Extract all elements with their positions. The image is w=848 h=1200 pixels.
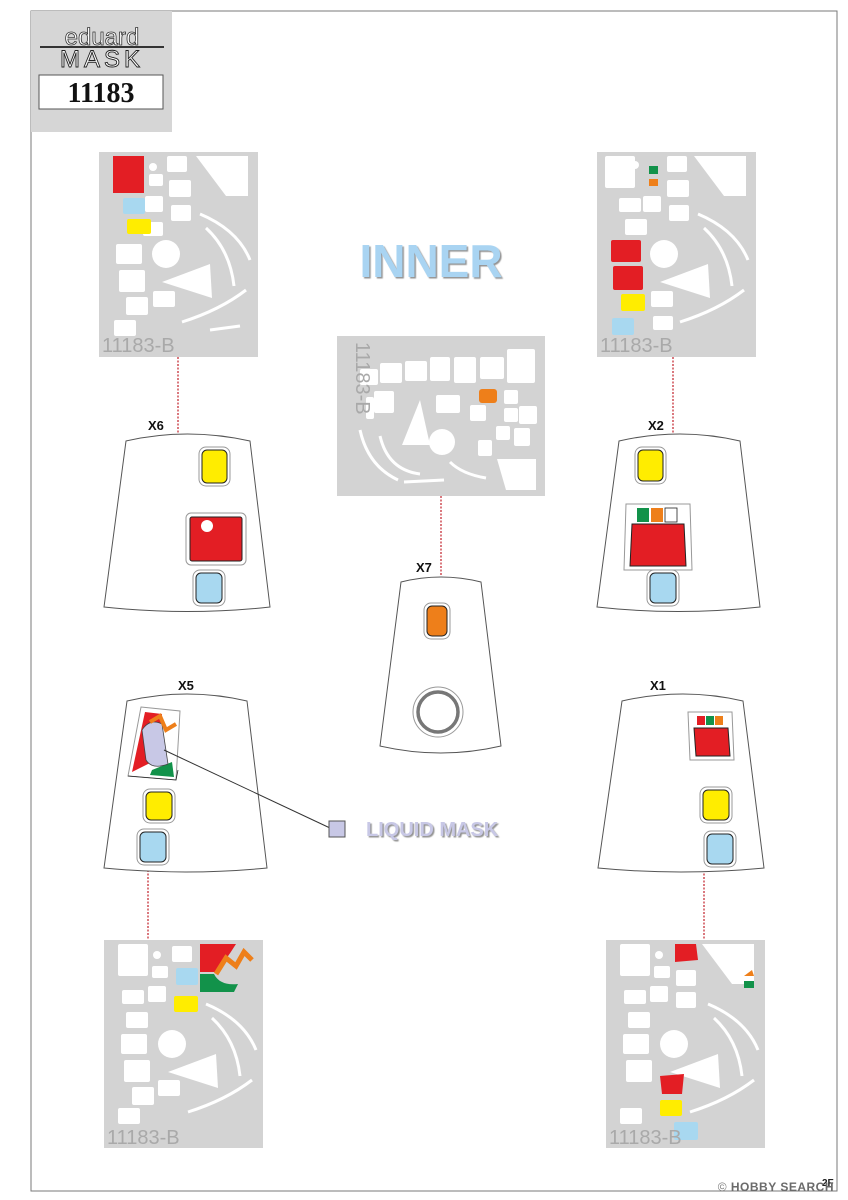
part-label: X7 <box>416 560 432 575</box>
eduard-mask-logo: eduard MASK 11183 <box>31 11 172 132</box>
liquid-mask-label: LIQUID MASK <box>366 819 499 841</box>
sheet-code: 11183-B <box>102 335 175 357</box>
hobbysearch-watermark: © HOBBY SEARCH <box>718 1180 834 1194</box>
part-label: X5 <box>178 678 194 693</box>
page-frame <box>30 10 838 1192</box>
page-title: INNER <box>359 235 502 287</box>
product-code: 11183 <box>68 78 135 109</box>
mask-sheet-bottom-right: 11183-B <box>606 940 765 1149</box>
part-label: X2 <box>648 418 664 433</box>
mask-sheet-top-right: 11183-B <box>597 152 756 357</box>
watermark-brand: HOBBY SEARCH <box>730 1180 834 1194</box>
page-number: 2F <box>822 1178 834 1189</box>
sheet-code: 11183-B <box>609 1127 682 1149</box>
part-x5: X5 <box>103 678 268 873</box>
liquid-mask-pointer <box>163 749 331 829</box>
part-label: X1 <box>650 678 666 693</box>
part-x6: X6 <box>103 418 271 612</box>
copyright-icon: © <box>717 1180 728 1194</box>
part-x7: X7 <box>379 560 502 754</box>
part-label: X6 <box>148 418 164 433</box>
liquid-mask-swatch <box>328 820 346 838</box>
brand-bottom: MASK <box>60 46 144 73</box>
mask-sheet-top-left: 11183-B <box>99 152 258 357</box>
sheet-code: 11183-B <box>600 335 673 357</box>
part-x1: X1 <box>597 678 765 873</box>
sheet-code: 11183-B <box>107 1127 180 1149</box>
part-x2: X2 <box>596 418 761 612</box>
mask-sheet-center: 11183-B <box>337 336 545 496</box>
mask-sheet-bottom-left: 11183-B <box>104 940 263 1149</box>
leader-lines <box>147 357 705 940</box>
sheet-code: 11183-B <box>351 342 373 415</box>
